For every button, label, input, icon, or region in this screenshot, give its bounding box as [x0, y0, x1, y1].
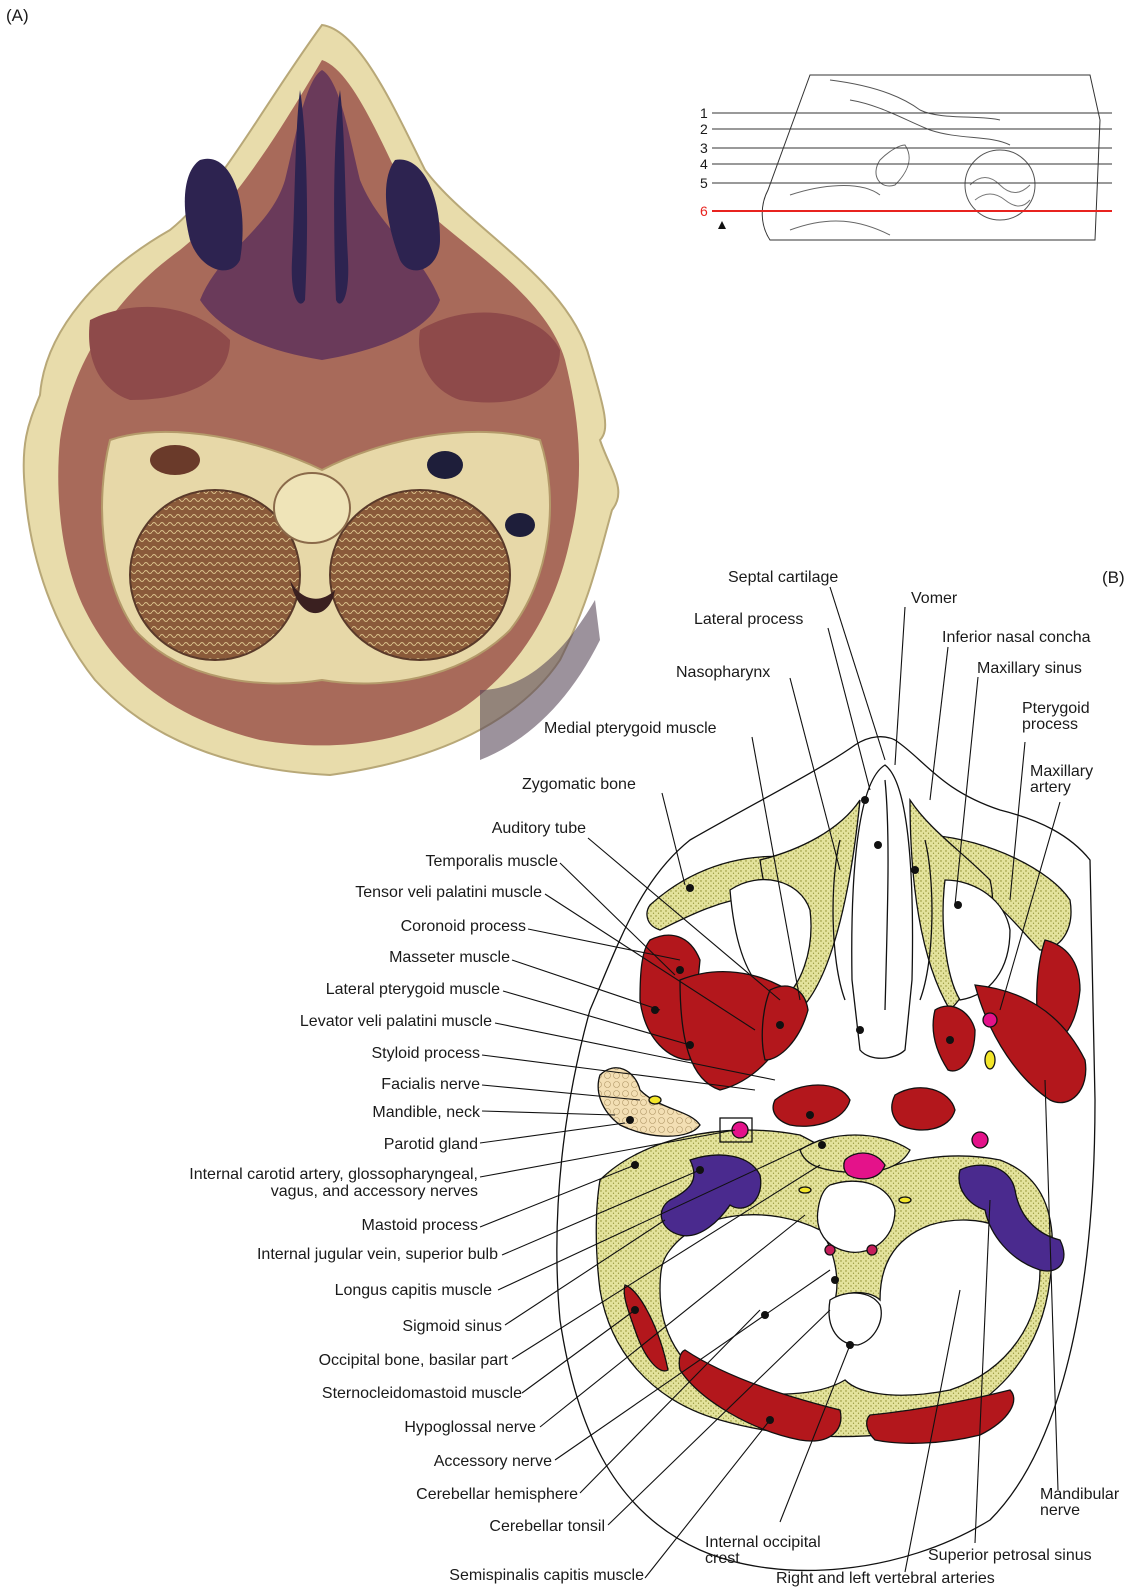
label-tensor-veli-palatini: Tensor veli palatini muscle	[355, 884, 542, 901]
label-vertebral-arteries: Right and left vertebral arteries	[776, 1570, 995, 1587]
label-superior-petrosal-sinus: Superior petrosal sinus	[928, 1547, 1092, 1564]
label-medial-pterygoid-muscle: Medial pterygoid muscle	[544, 720, 717, 737]
label-pterygoid-process: process	[1022, 716, 1078, 733]
schematic-internal-carotid-right	[972, 1132, 988, 1148]
level-number-3: 3	[700, 141, 708, 155]
panel-b-label: (B)	[1102, 568, 1125, 588]
label-lateral-process: Lateral process	[694, 611, 803, 628]
label-inferior-nasal-concha: Inferior nasal concha	[942, 629, 1091, 646]
label-coronoid-process: Coronoid process	[401, 918, 526, 935]
level-number-6: 6	[700, 204, 708, 218]
level-marker-diagram	[712, 75, 1112, 240]
label-auditory-tube: Auditory tube	[492, 820, 586, 837]
schematic-b	[557, 737, 1095, 1571]
label-occipital-bone-basilar: Occipital bone, basilar part	[319, 1352, 508, 1369]
photo-brainstem	[274, 473, 350, 543]
level-arrow-icon	[718, 221, 726, 229]
label-internal-carotid-line2: vagus, and accessory nerves	[271, 1183, 478, 1200]
level-number-4: 4	[700, 157, 708, 171]
label-hypoglossal-nerve: Hypoglossal nerve	[404, 1419, 536, 1436]
schematic-mandibular-nerve	[985, 1051, 995, 1069]
label-maxillary-artery: artery	[1030, 779, 1071, 796]
label-mandibular-nerve: nerve	[1040, 1502, 1080, 1519]
photo-section-a	[24, 25, 619, 775]
label-internal-carotid-line1: Internal carotid artery, glossopharyngea…	[189, 1166, 478, 1183]
level-number-5: 5	[700, 176, 708, 190]
label-accessory-nerve: Accessory nerve	[434, 1453, 552, 1470]
label-levator-veli-palatini: Levator veli palatini muscle	[300, 1013, 492, 1030]
label-semispinalis-capitis: Semispinalis capitis muscle	[449, 1567, 644, 1584]
photo-right-jugular	[427, 451, 463, 479]
photo-left-jugular	[150, 445, 200, 475]
label-internal-occipital: Internal occipital	[705, 1534, 821, 1551]
schematic-maxillary-artery	[983, 1013, 997, 1027]
sagittal-outline	[762, 75, 1100, 240]
panel-a-label: (A)	[6, 6, 29, 26]
label-nasopharynx: Nasopharynx	[676, 664, 770, 681]
label-lateral-pterygoid-muscle: Lateral pterygoid muscle	[326, 981, 500, 998]
level-number-1: 1	[700, 106, 708, 120]
label-mastoid-process: Mastoid process	[362, 1217, 479, 1234]
label-maxillary-sinus: Maxillary sinus	[977, 660, 1082, 677]
label-pterygoid: Pterygoid	[1022, 700, 1090, 717]
label-septal-cartilage: Septal cartilage	[728, 569, 838, 586]
label-maxillary: Maxillary	[1030, 763, 1093, 780]
label-styloid-process: Styloid process	[372, 1045, 481, 1062]
photo-right-sinus-dark	[505, 513, 535, 537]
label-temporalis-muscle: Temporalis muscle	[426, 853, 558, 870]
label-sternocleidomastoid: Sternocleidomastoid muscle	[322, 1385, 522, 1402]
schematic-vertebral-left	[825, 1245, 835, 1255]
schematic-facial-nerve	[649, 1096, 661, 1104]
schematic-vertebral-right	[867, 1245, 877, 1255]
label-cerebellar-hemisphere: Cerebellar hemisphere	[416, 1486, 578, 1503]
label-sigmoid-sinus: Sigmoid sinus	[402, 1318, 502, 1335]
schematic-hypoglossal-nerve	[799, 1187, 811, 1193]
label-parotid-gland: Parotid gland	[384, 1136, 478, 1153]
schematic-accessory-nerve	[899, 1197, 911, 1203]
label-masseter-muscle: Masseter muscle	[389, 949, 510, 966]
label-zygomatic-bone: Zygomatic bone	[522, 776, 636, 793]
label-internal-jugular-vein: Internal jugular vein, superior bulb	[257, 1246, 498, 1263]
label-internal-occipital-crest: crest	[705, 1550, 740, 1567]
photo-right-cerebellum	[330, 490, 510, 660]
label-mandible-neck: Mandible, neck	[372, 1104, 480, 1121]
label-vomer: Vomer	[911, 590, 957, 607]
label-mandibular: Mandibular	[1040, 1486, 1119, 1503]
level-number-2: 2	[700, 122, 708, 136]
label-longus-capitis-muscle: Longus capitis muscle	[335, 1282, 492, 1299]
label-cerebellar-tonsil: Cerebellar tonsil	[489, 1518, 605, 1535]
label-facialis-nerve: Facialis nerve	[381, 1076, 480, 1093]
